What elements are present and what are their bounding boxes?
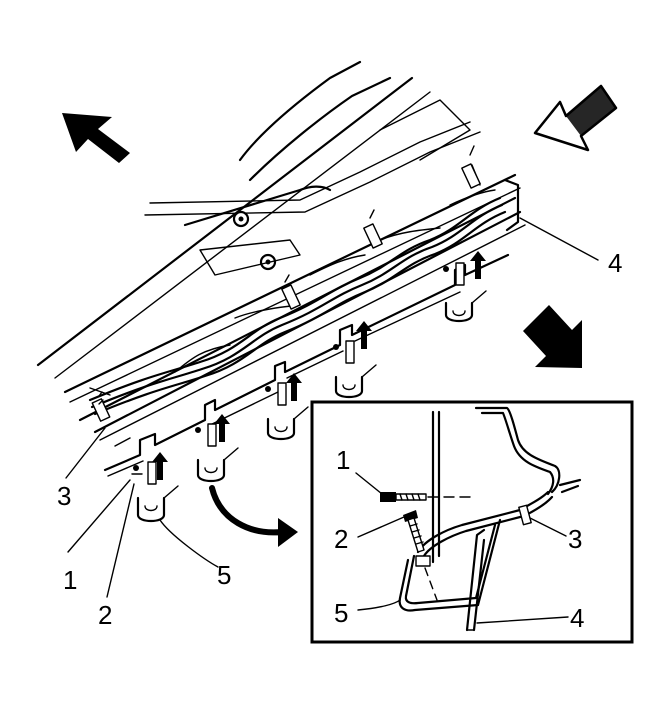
callout-3-main: 3 bbox=[57, 481, 71, 511]
callout-5-detail: 5 bbox=[334, 598, 348, 628]
main-leader-lines bbox=[65, 217, 599, 598]
callout-3-detail: 3 bbox=[568, 524, 582, 554]
clip-assembly bbox=[443, 251, 487, 323]
detail-inset: 1 2 3 5 4 bbox=[310, 400, 634, 644]
arrow-up-icon bbox=[356, 321, 372, 349]
rail-clip bbox=[461, 145, 481, 189]
clip-assembly bbox=[333, 321, 377, 399]
line-clip-3-icon bbox=[518, 504, 532, 526]
callout-4-main: 4 bbox=[608, 248, 622, 278]
rail-clips bbox=[91, 145, 481, 422]
bracket-rail bbox=[103, 253, 510, 477]
curved-arrow-icon bbox=[209, 485, 298, 547]
arrow-up-icon bbox=[214, 414, 230, 442]
rail-clip bbox=[281, 274, 301, 310]
arrow-up-left-icon bbox=[62, 113, 130, 163]
callout-2-main: 2 bbox=[98, 600, 112, 630]
screw-2-icon bbox=[403, 510, 438, 601]
callout-1-detail: 1 bbox=[336, 445, 350, 475]
underbody-frame bbox=[36, 60, 526, 447]
clip-assembly bbox=[265, 373, 309, 441]
callout-4-detail: 4 bbox=[570, 603, 584, 633]
arrow-up-icon bbox=[286, 373, 302, 401]
clip-assembly bbox=[131, 452, 179, 523]
arrow-up-icon bbox=[470, 251, 486, 279]
rail-clip bbox=[91, 391, 111, 422]
arrow-hollow-left-icon bbox=[533, 84, 618, 152]
bolt-1-icon bbox=[380, 492, 471, 502]
callout-2-detail: 2 bbox=[334, 524, 348, 554]
rail-clip bbox=[363, 209, 383, 249]
callout-5-main: 5 bbox=[217, 560, 231, 590]
callout-1-main: 1 bbox=[63, 565, 77, 595]
clip-assembly bbox=[195, 414, 239, 483]
clip-assemblies bbox=[131, 251, 487, 523]
arrow-down-right-icon bbox=[523, 305, 582, 368]
arrow-up-icon bbox=[152, 452, 168, 480]
